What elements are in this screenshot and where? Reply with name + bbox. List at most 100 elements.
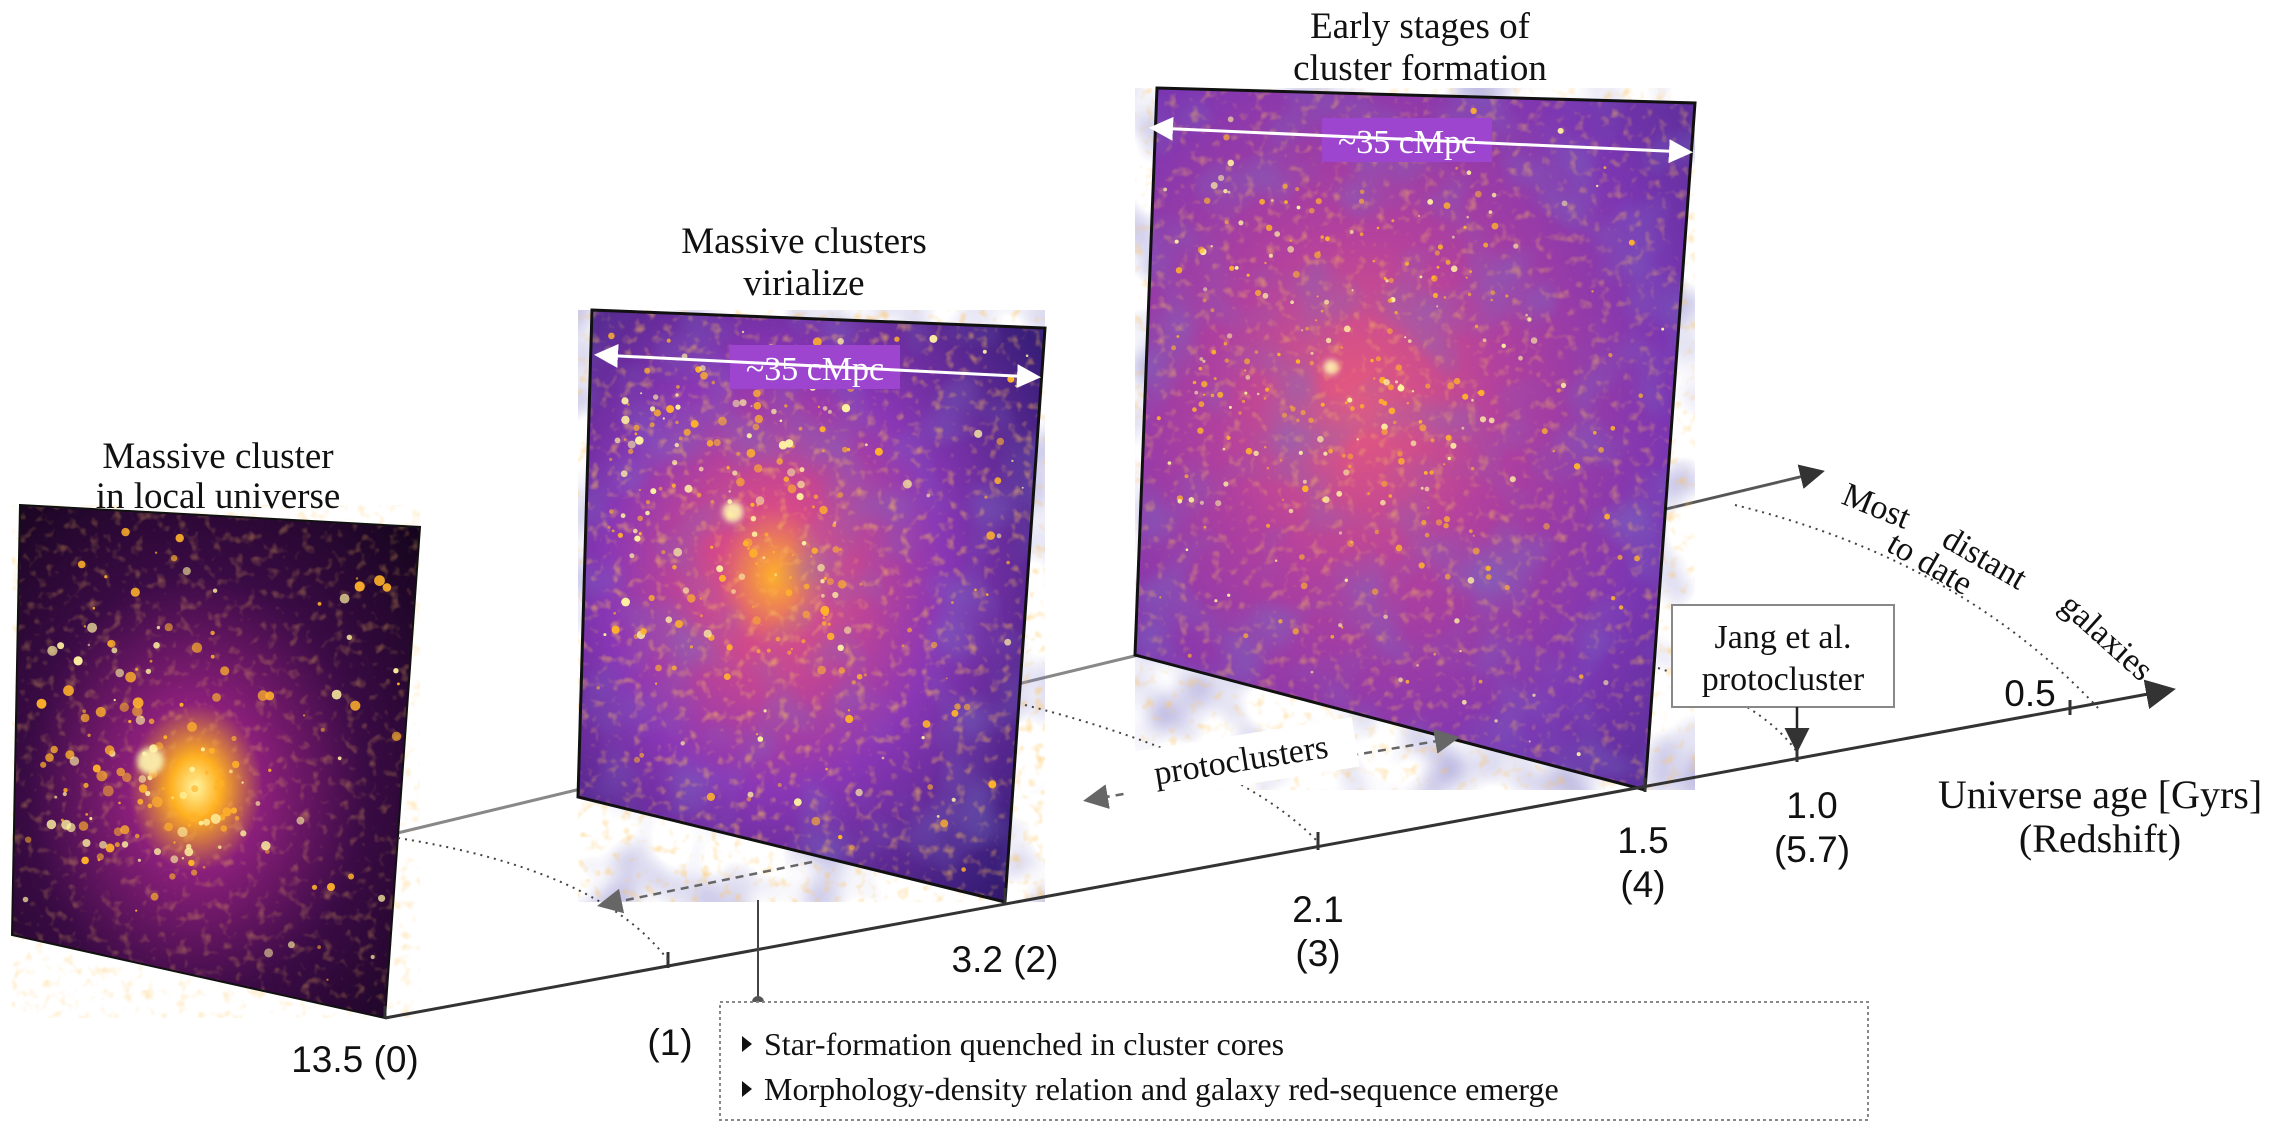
panel-early-title-line2: cluster formation [1293, 48, 1547, 89]
panel-knot [821, 621, 827, 626]
panel-knot [1210, 393, 1215, 398]
panel-knot [1347, 397, 1353, 403]
panel-knot [1245, 375, 1251, 380]
panel-knot [1310, 670, 1314, 674]
panel-knot [845, 714, 854, 724]
panel-knot [753, 402, 762, 410]
panel-knot [164, 822, 174, 832]
panel-knot [790, 648, 793, 651]
panel-knot [996, 533, 1002, 539]
panel-knot [1185, 548, 1189, 551]
panel-knot [327, 883, 335, 891]
panel-knot [1214, 599, 1218, 603]
panel-knot [202, 865, 206, 869]
panel-knot [191, 642, 203, 653]
panel-knot [1278, 619, 1283, 624]
panel-knot [783, 476, 790, 483]
panel-knot [822, 616, 826, 620]
panel-early-stages [1133, 86, 1697, 792]
panel-knot [1268, 253, 1273, 258]
panel-knot [1263, 397, 1267, 400]
panel-knot [1295, 187, 1300, 192]
panel-knot [752, 423, 760, 431]
panel-knot [603, 633, 607, 637]
panel-knot [1310, 351, 1314, 355]
panel-knot [922, 720, 931, 728]
panel-knot [1301, 329, 1304, 332]
panel-knot [1227, 593, 1231, 597]
panel-knot [87, 622, 98, 633]
panel-knot [1279, 459, 1283, 462]
panel-knot [1287, 246, 1295, 253]
panel-knot [1483, 242, 1489, 248]
panel-knot [1359, 404, 1365, 409]
panel-knot [1202, 359, 1206, 363]
panel-knot [114, 842, 120, 848]
panel-knot [1373, 377, 1376, 380]
panel-knot [1532, 693, 1536, 697]
panel-knot [1243, 633, 1249, 639]
panel-knot [1338, 623, 1343, 628]
panel-knot [1006, 560, 1010, 565]
panel-knot [633, 424, 640, 431]
panel-knot [69, 756, 80, 766]
panel-knot [1371, 588, 1379, 595]
panel-knot [1281, 498, 1285, 501]
panel-knot [753, 389, 761, 398]
panel-knot [662, 417, 665, 420]
panel-knot [1289, 239, 1293, 242]
panel-knot [1210, 308, 1215, 313]
panel-knot [1406, 402, 1410, 405]
panel-knot [1315, 198, 1322, 205]
panel-knot [317, 602, 322, 606]
bullet-text-2: Morphology-density relation and galaxy r… [764, 1071, 1559, 1107]
panel-knot [894, 336, 900, 342]
panel-knot [752, 616, 761, 625]
panel-knot [634, 432, 638, 436]
panel-knot [61, 819, 72, 830]
panel-knot [1505, 294, 1509, 298]
panel-knot [164, 623, 173, 632]
panel-knot [881, 756, 885, 760]
panel-knot [1398, 677, 1403, 683]
panel-knot [787, 468, 796, 477]
panel-knot [99, 841, 107, 849]
panel-knot [1328, 448, 1333, 454]
panel-knot [901, 644, 905, 648]
panel-knot [626, 403, 630, 406]
panel-knot [755, 733, 759, 736]
panel-knot [287, 941, 295, 949]
panel-knot [83, 625, 87, 628]
panel-knot [1610, 596, 1616, 601]
panel-knot [661, 550, 666, 555]
panel-knot [645, 510, 650, 516]
panel-knot [1277, 352, 1281, 357]
panel-knot [986, 531, 995, 540]
panel-knot [1344, 578, 1349, 582]
panel-knot [1175, 267, 1183, 274]
panel-knot [1387, 384, 1394, 391]
panel-knot [339, 593, 350, 604]
panel-knot [1416, 664, 1419, 667]
panel-knot [89, 817, 93, 820]
time-axis [384, 679, 2176, 1020]
panel-knot [1443, 516, 1451, 523]
panel-knot [1192, 380, 1197, 385]
panel-knot [170, 855, 179, 864]
panel-knot [1434, 250, 1440, 256]
protoclusters-annotation: protoclusters [1083, 717, 1460, 809]
panel-knot [609, 509, 614, 514]
panel-knot [1405, 679, 1410, 684]
panel-knot [755, 562, 758, 565]
panel-knot [138, 784, 148, 793]
panel-knot [184, 847, 194, 857]
panel-knot [241, 781, 244, 784]
panel-knot [1336, 490, 1343, 497]
panel-knot [1323, 451, 1328, 456]
panel-knot [803, 583, 810, 590]
panel-knot [1410, 440, 1417, 447]
panel-knot [1330, 634, 1335, 639]
panel-knot [261, 841, 271, 851]
panel-knot [988, 780, 997, 789]
panel-knot [621, 397, 629, 405]
